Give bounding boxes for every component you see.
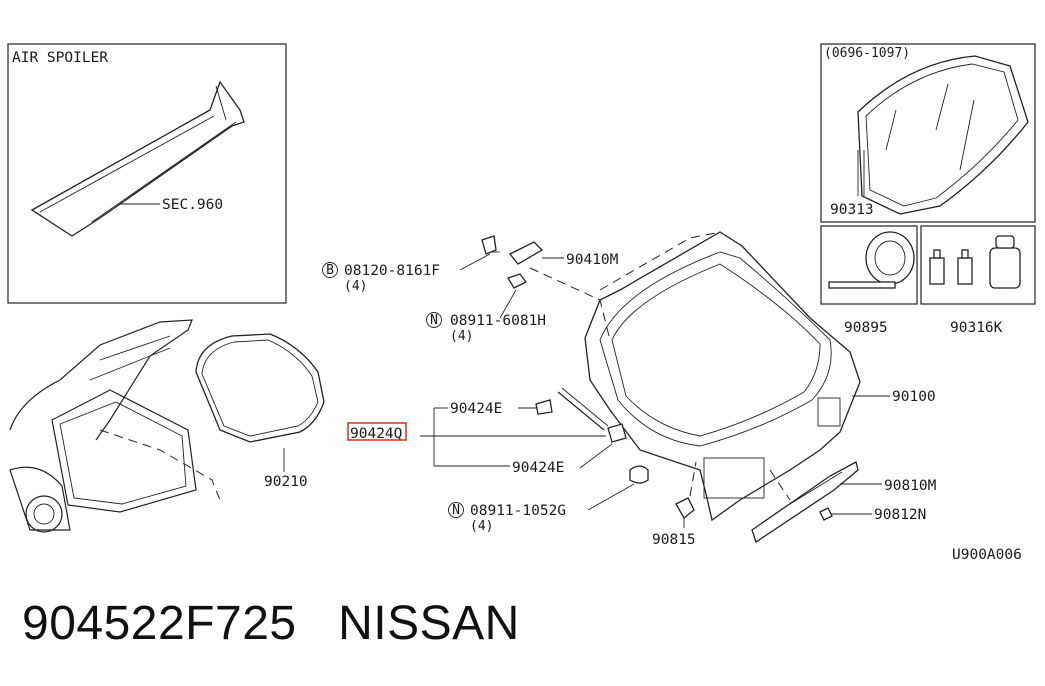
bolt-callout: B 08120-8161F (4) [322, 235, 500, 294]
clip-icon [819, 507, 833, 521]
glass-date-range: (0696-1097) [824, 46, 910, 61]
clip-callout: 90812N [819, 507, 926, 523]
stay-rod [557, 391, 605, 431]
bolt-symbol-circle [322, 262, 338, 278]
hinge-callout: 90410M [508, 231, 721, 341]
nut1-quantity: (4) [450, 329, 473, 344]
nut1-part-number: 08911-6081H [450, 313, 546, 329]
back-door-part-number: 90100 [892, 389, 936, 405]
stay-end-lower-icon [607, 423, 627, 443]
car-rear-sketch [9, 319, 221, 533]
nut1-callout: N 08911-6081H (4) [426, 273, 546, 344]
bolt-part-number: 08120-8161F [344, 263, 440, 279]
glass-inset: (0696-1097) 90313 [820, 43, 1036, 223]
footer-caption: 904522F725 NISSAN [22, 596, 520, 651]
glass-panel [857, 55, 1029, 215]
finisher-part-number: 90810M [884, 478, 937, 494]
stay-part-number: 90424Q [350, 426, 402, 442]
nut2-symbol: N [452, 503, 460, 518]
glass-part-number: 90313 [830, 202, 874, 218]
nut1-symbol: N [430, 313, 438, 328]
bolt-symbol: B [326, 263, 334, 278]
clip-part-number: 90812N [874, 507, 926, 523]
primer-inset: 90316K [920, 225, 1036, 336]
finisher-icon [751, 461, 859, 544]
primer-bottle-icon [957, 257, 973, 285]
primer-bottle-icon [929, 257, 945, 285]
hinge-part-number: 90410M [566, 252, 619, 268]
sealant-part-number: 90895 [844, 320, 888, 336]
primer-frame [920, 225, 1036, 305]
back-door-part: 90100 [584, 231, 936, 522]
sealant-roll-icon [865, 231, 915, 285]
footer-brand: NISSAN [338, 597, 520, 650]
sealant-inset: 90895 [820, 225, 918, 336]
nut2-icon [629, 465, 649, 484]
nut2-part-number: 08911-1052G [470, 503, 566, 519]
footer-part-number: 904522F725 [22, 597, 297, 650]
stay-callout: 90424E 90424Q 90424E [347, 387, 627, 476]
bolt-icon [481, 235, 497, 255]
stay-end-upper-icon [535, 399, 553, 415]
finisher-callout: 90810M [751, 461, 937, 544]
drawing-code: U900A006 [952, 547, 1022, 563]
primer-can-icon [989, 247, 1021, 289]
bolt-quantity: (4) [344, 279, 367, 294]
air-spoiler-part [30, 80, 245, 237]
air-spoiler-frame [7, 43, 287, 304]
stay-end-lower-part-number: 90424E [512, 460, 564, 476]
air-spoiler-inset: AIR SPOILER SEC.960 [7, 43, 287, 304]
air-spoiler-title: AIR SPOILER [12, 50, 108, 66]
hinge-icon [508, 241, 544, 265]
weatherstrip-part-number: 90210 [264, 474, 308, 490]
nut1-icon [507, 273, 527, 289]
stay-end-upper-part-number: 90424E [450, 401, 502, 417]
stay-highlight-box [347, 422, 407, 441]
glass-inset-frame [820, 43, 1036, 223]
air-spoiler-ref: SEC.960 [162, 197, 223, 213]
bumper-icon [675, 497, 695, 519]
primer-part-number: 90316K [950, 320, 1003, 336]
bumper-part-number: 90815 [652, 532, 696, 548]
sealant-frame [820, 225, 918, 305]
nut1-symbol-circle [426, 312, 442, 328]
nut2-quantity: (4) [470, 519, 493, 534]
nut2-callout: N 08911-1052G (4) [448, 465, 649, 534]
nut2-symbol-circle [448, 502, 464, 518]
bumper-callout: 90815 [652, 461, 697, 548]
weatherstrip-part: 90210 [195, 333, 325, 490]
